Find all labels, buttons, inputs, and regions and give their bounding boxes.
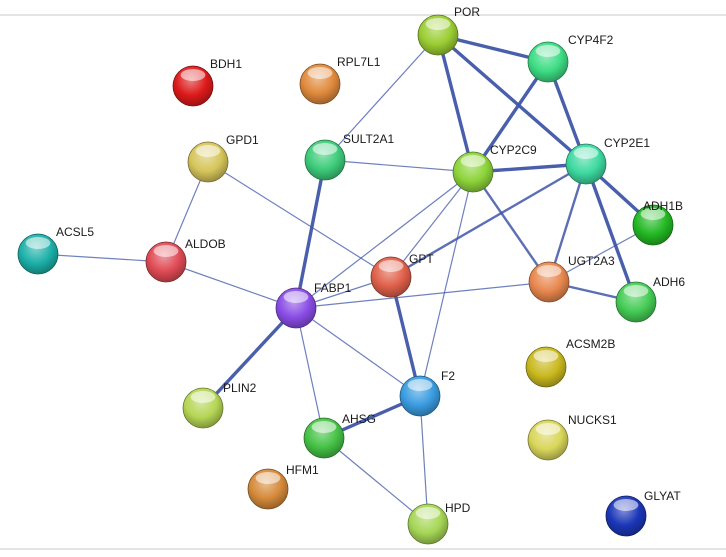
node-label: PLIN2 bbox=[223, 381, 257, 395]
edge-ahsg-hpd bbox=[323, 437, 429, 525]
node-highlight bbox=[311, 421, 337, 433]
node-label: UGT2A3 bbox=[568, 254, 615, 268]
node-fabp1[interactable]: FABP1 bbox=[275, 281, 352, 329]
node-highlight bbox=[378, 260, 404, 272]
node-highlight bbox=[535, 423, 561, 435]
node-highlight bbox=[415, 507, 441, 519]
node-highlight bbox=[425, 18, 451, 30]
node-acsl5[interactable]: ACSL5 bbox=[17, 225, 94, 275]
node-label: GPT bbox=[409, 252, 434, 266]
node-highlight bbox=[640, 208, 666, 220]
edge-acsl5-aldob bbox=[37, 253, 167, 263]
node-highlight bbox=[407, 379, 433, 391]
node-highlight bbox=[307, 67, 333, 79]
edge-por-cyp2c9 bbox=[436, 33, 475, 174]
node-nucks1[interactable]: NUCKS1 bbox=[527, 413, 617, 461]
edges-layer bbox=[37, 33, 655, 525]
node-label: BDH1 bbox=[210, 57, 242, 71]
node-highlight bbox=[623, 285, 649, 297]
node-f2[interactable]: F2 bbox=[399, 369, 455, 417]
edge-gpd1-gpt bbox=[207, 161, 392, 278]
node-por[interactable]: POR bbox=[417, 5, 480, 56]
node-highlight bbox=[535, 45, 561, 57]
node-label: AHSG bbox=[342, 412, 376, 426]
node-highlight bbox=[283, 291, 309, 303]
node-highlight bbox=[25, 237, 51, 249]
edge-cyp2c9-ugt2a3 bbox=[471, 170, 551, 284]
edge-fabp1-plin2 bbox=[201, 306, 298, 410]
node-highlight bbox=[180, 69, 206, 81]
node-label: GLYAT bbox=[644, 489, 681, 503]
node-cyp2e1[interactable]: CYP2E1 bbox=[565, 136, 650, 185]
edge-cyp4f2-cyp2c9 bbox=[471, 60, 550, 174]
node-highlight bbox=[195, 145, 221, 157]
edge-fabp1-f2 bbox=[295, 307, 421, 397]
node-acsm2b[interactable]: ACSM2B bbox=[525, 337, 615, 388]
edge-cyp2c9-gpt bbox=[390, 171, 474, 278]
node-label: NUCKS1 bbox=[568, 413, 617, 427]
node-aldob[interactable]: ALDOB bbox=[145, 237, 226, 283]
node-label: ACSL5 bbox=[56, 225, 94, 239]
node-ugt2a3[interactable]: UGT2A3 bbox=[528, 254, 615, 303]
edge-por-cyp2e1 bbox=[436, 33, 588, 166]
edge-cyp2e1-adh6 bbox=[584, 162, 638, 304]
edge-gpt-f2 bbox=[389, 275, 422, 398]
edge-aldob-fabp1 bbox=[165, 261, 297, 309]
node-glyat[interactable]: GLYAT bbox=[605, 489, 681, 537]
node-label: GPD1 bbox=[226, 133, 259, 147]
node-gpd1[interactable]: GPD1 bbox=[187, 133, 259, 183]
node-label: FABP1 bbox=[314, 281, 352, 295]
node-label: ACSM2B bbox=[566, 337, 615, 351]
node-sult2a1[interactable]: SULT2A1 bbox=[304, 132, 394, 181]
node-highlight bbox=[255, 472, 281, 484]
node-label: ALDOB bbox=[185, 237, 226, 251]
node-hpd[interactable]: HPD bbox=[407, 501, 471, 545]
node-bdh1[interactable]: BDH1 bbox=[172, 57, 242, 107]
edge-cyp2e1-ugt2a3 bbox=[547, 162, 588, 284]
node-highlight bbox=[312, 143, 338, 155]
edge-cyp2c9-f2 bbox=[419, 171, 474, 397]
node-label: HPD bbox=[445, 501, 471, 515]
node-label: POR bbox=[454, 5, 480, 19]
edge-cyp2e1-gpt bbox=[389, 162, 588, 279]
node-gpt[interactable]: GPT bbox=[370, 252, 434, 298]
node-highlight bbox=[613, 499, 639, 511]
edge-ugt2a3-fabp1 bbox=[295, 281, 550, 309]
node-label: SULT2A1 bbox=[343, 132, 394, 146]
node-highlight bbox=[190, 391, 216, 403]
node-label: RPL7L1 bbox=[337, 55, 381, 69]
edge-fabp1-ahsg bbox=[295, 307, 325, 439]
node-label: CYP2E1 bbox=[604, 136, 650, 150]
node-ahsg[interactable]: AHSG bbox=[303, 412, 376, 459]
node-adh1b[interactable]: ADH1B bbox=[632, 199, 683, 246]
node-highlight bbox=[536, 265, 562, 277]
edge-sult2a1-fabp1 bbox=[294, 158, 327, 310]
node-label: CYP4F2 bbox=[568, 33, 614, 47]
node-label: ADH6 bbox=[653, 275, 685, 289]
node-highlight bbox=[153, 245, 179, 257]
node-label: HFM1 bbox=[286, 463, 319, 477]
node-label: F2 bbox=[441, 369, 455, 383]
node-highlight bbox=[533, 350, 559, 362]
node-cyp4f2[interactable]: CYP4F2 bbox=[527, 33, 614, 83]
node-highlight bbox=[460, 155, 486, 167]
edge-cyp2c9-fabp1 bbox=[295, 171, 474, 309]
node-rpl7l1[interactable]: RPL7L1 bbox=[299, 55, 381, 105]
node-hfm1[interactable]: HFM1 bbox=[247, 463, 319, 510]
edge-cyp2c9-sult2a1 bbox=[324, 159, 474, 173]
edge-por-sult2a1 bbox=[324, 34, 439, 161]
node-highlight bbox=[573, 147, 599, 159]
edge-f2-hpd bbox=[419, 395, 429, 525]
node-label: CYP2C9 bbox=[490, 143, 537, 157]
node-label: ADH1B bbox=[643, 199, 683, 213]
node-plin2[interactable]: PLIN2 bbox=[182, 381, 257, 429]
node-adh6[interactable]: ADH6 bbox=[615, 275, 685, 323]
node-cyp2c9[interactable]: CYP2C9 bbox=[452, 143, 537, 193]
